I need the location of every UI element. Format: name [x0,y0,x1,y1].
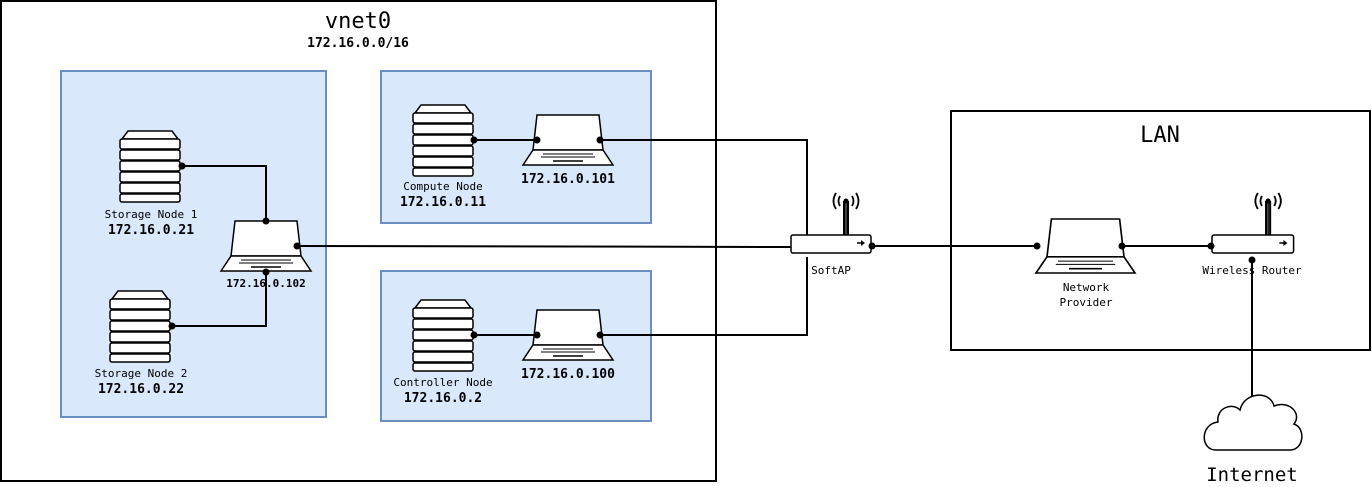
connections [172,139,1253,398]
vnet-title: vnet0 [325,9,391,34]
storage-node-2-ip: 172.16.0.22 [98,382,184,397]
link-laptop100-softap [600,257,808,336]
network-provider-label-line2: Provider [1060,296,1113,309]
lan-boundary [950,110,1371,351]
controller-node-ip: 172.16.0.2 [404,391,482,406]
link-laptop102-softap [296,245,792,248]
link-laptop101-softap [600,139,808,236]
wireless-router-label: Wireless Router [1202,264,1302,277]
softap-label: SoftAP [811,264,851,277]
controller-node-name: Controller Node [393,376,492,389]
laptop-102-ip: 172.16.0.102 [226,277,305,290]
internet-cloud-icon [1203,394,1303,451]
storage-node-2-name: Storage Node 2 [95,367,188,380]
internet-label: Internet [1206,464,1298,486]
storage-node-2-server-icon [109,290,171,363]
controller-node-server-icon [412,299,474,372]
storage-node-1-name: Storage Node 1 [105,208,198,221]
lan-title: LAN [1140,123,1180,148]
link-storage1-laptop102 [182,165,267,221]
laptop-101-ip: 172.16.0.101 [521,172,615,187]
network-provider-label-line1: Network [1063,281,1110,294]
connection-points [168,136,1256,339]
storage-node-1-server-icon [119,130,181,203]
compute-node-ip: 172.16.0.11 [400,195,486,210]
link-storage2-laptop102 [172,272,267,327]
compute-node-name: Compute Node [403,180,482,193]
storage-node-1-ip: 172.16.0.21 [108,223,194,238]
softap-router-icon [790,192,872,254]
compute-node-server-icon [412,104,474,177]
laptop-100-ip: 172.16.0.100 [521,367,615,382]
vnet-subnet: 172.16.0.0/16 [307,36,409,51]
